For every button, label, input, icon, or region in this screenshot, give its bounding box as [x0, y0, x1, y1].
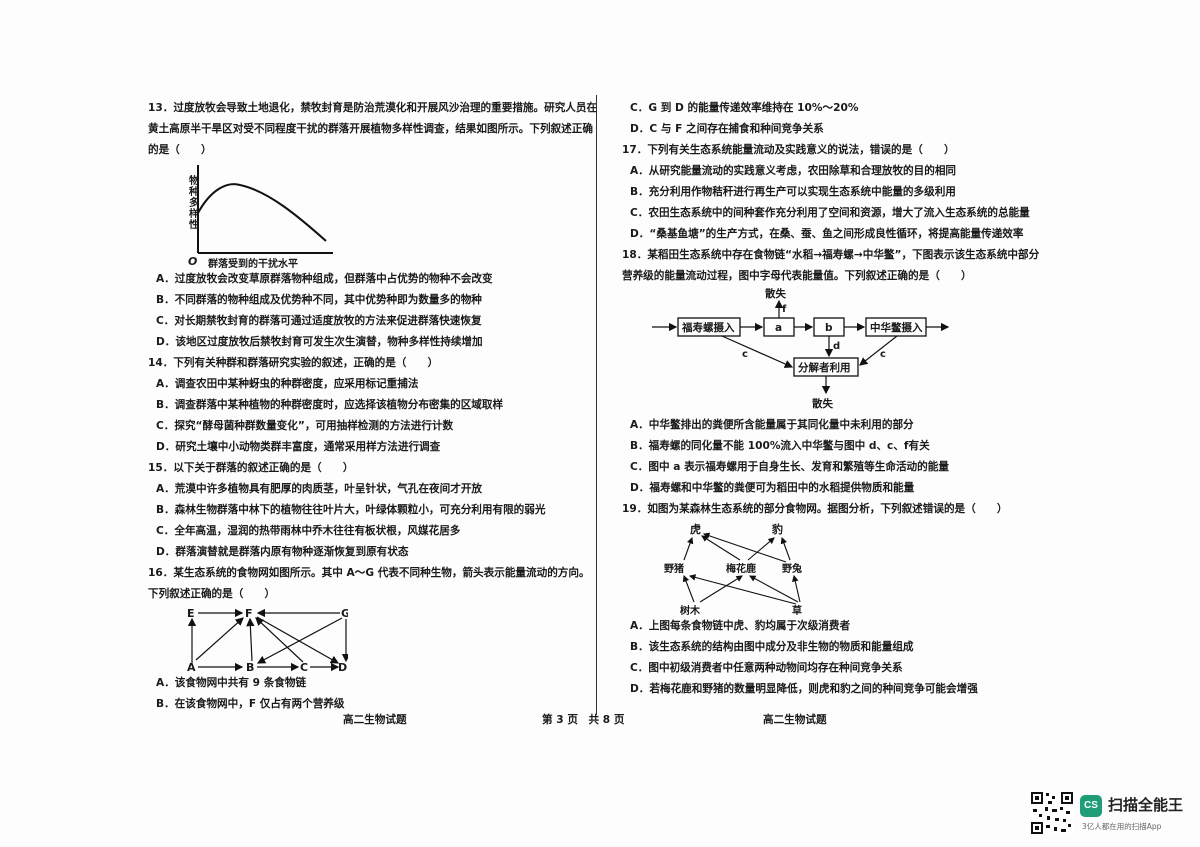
node-tiger: 虎: [690, 522, 701, 536]
q17-option: B．充分利用作物秸秆进行再生产可以实现生态系统中能量的多级利用: [630, 186, 956, 198]
label-c-left: c: [742, 349, 748, 360]
node-f: F: [245, 607, 253, 620]
q13-figure: 物种多样性 O 群落受到的干扰水平: [148, 161, 598, 270]
forest-food-web-diagram: 虎 豹 野猪 梅花鹿 野兔 树木 草: [664, 522, 802, 617]
node-deer: 梅花鹿: [726, 562, 756, 575]
q17-option: C．农田生态系统中的间种套作充分利用了空间和资源，增大了流入生态系统的总能量: [630, 207, 1030, 219]
box-snail-intake: 福寿螺摄入: [681, 321, 735, 334]
node-rabbit: 野兔: [782, 562, 802, 575]
q13-stem: 13．过度放牧会导致土地退化，禁牧封育是防治荒漠化和开展风沙治理的重要措施。研究…: [148, 102, 598, 156]
origin-label: O: [188, 255, 197, 268]
node-b: B: [246, 661, 254, 673]
q15-option: D．群落演替就是群落内原有物种逐渐恢复到原有状态: [156, 546, 409, 558]
box-turtle-intake: 中华鳖摄入: [870, 321, 923, 334]
q13-option: A．过度放牧会改变草原群落物种组成，但群落中占优势的物种不会改变: [156, 273, 493, 285]
q17-stem: 17．下列有关生态系统能量流动及实践意义的说法，错误的是（ ）: [622, 144, 955, 156]
node-a: A: [187, 661, 196, 673]
q16-option: A．该食物网中共有 9 条食物链: [156, 677, 307, 689]
footer-page-number: 第 3 页 共 8 页: [542, 714, 625, 726]
loss-bottom-label: 散失: [812, 397, 833, 410]
q14-option: A．调查农田中某种蚜虫的种群密度，应采用标记重捕法: [156, 378, 419, 390]
q18-energy-flow: 福寿螺摄入 a b 中华鳖摄入 分解者利用 散失 散失 f d c c: [622, 287, 1042, 415]
q14-stem: 14．下列有关种群和群落研究实验的叙述，正确的是（ ）: [148, 357, 439, 369]
qr-code-icon: [1030, 791, 1074, 835]
right-column: C．G 到 D 的能量传递效率维持在 10%～20% D．C 与 F 之间存在捕…: [622, 98, 1042, 700]
label-c-right: c: [880, 349, 886, 360]
q19-option: A．上图每条食物链中虎、豹均属于次级消费者: [630, 620, 851, 632]
food-web-diagram: E F G A B C D: [187, 607, 351, 674]
box-decomposer: 分解者利用: [798, 361, 851, 374]
q15-stem: 15．以下关于群落的叙述正确的是（ ）: [148, 462, 354, 474]
q18-option: A．中华鳖排出的粪便所含能量属于其同化量中未利用的部分: [630, 419, 914, 431]
scanner-app-name: 扫描全能王: [1108, 796, 1184, 814]
q14-option: D．研究土壤中小动物类群丰富度，通常采用样方法进行调查: [156, 441, 441, 453]
q19-food-web: 虎 豹 野猪 梅花鹿 野兔 树木 草: [622, 520, 1042, 617]
q18-option: D．福寿螺和中华鳖的粪便可为稻田中的水稻提供物质和能量: [630, 482, 915, 494]
camscanner-logo-icon: CS: [1080, 795, 1102, 817]
node-e: E: [187, 607, 195, 620]
q19-option: B．该生态系统的结构由图中成分及非生物的物质和能量组成: [630, 641, 914, 653]
footer-left-title: 高二生物试题: [343, 714, 407, 726]
q17-option: A．从研究能量流动的实践意义考虑，农田除草和合理放牧的目的相同: [630, 165, 957, 177]
loss-top-label: 散失: [765, 287, 786, 300]
q16-option: C．G 到 D 的能量传递效率维持在 10%～20%: [630, 102, 859, 114]
q16-food-web: E F G A B C D: [148, 605, 598, 674]
label-d: d: [833, 341, 840, 352]
q13-option: D．该地区过度放牧后禁牧封育可发生次生演替，物种多样性持续增加: [156, 336, 483, 348]
q13-option: B．不同群落的物种组成及优势种不同，其中优势种即为数量多的物种: [156, 294, 482, 306]
node-leopard: 豹: [771, 522, 783, 536]
q14-option: B．调查群落中某种植物的种群密度时，应选择该植物分布密集的区域取样: [156, 399, 504, 411]
x-axis-label: 群落受到的干扰水平: [208, 257, 298, 269]
scanner-watermark: CS 扫描全能王 3亿人都在用的扫描App: [1030, 791, 1190, 837]
q18-option: C．图中 a 表示福寿螺用于自身生长、发育和繁殖等生命活动的能量: [630, 461, 949, 473]
node-boar: 野猪: [664, 562, 684, 575]
node-grass: 草: [792, 604, 802, 616]
node-tree: 树木: [680, 604, 701, 616]
box-a: a: [775, 322, 782, 334]
q16-option: D．C 与 F 之间存在捕食和种间竞争关系: [630, 123, 824, 135]
label-f: f: [782, 304, 787, 315]
column-divider: [596, 95, 597, 715]
q15-option: A．荒漠中许多植物具有肥厚的肉质茎，叶呈针状，气孔在夜间才开放: [156, 483, 483, 495]
left-column: 13．过度放牧会导致土地退化，禁牧封育是防治荒漠化和开展风沙治理的重要措施。研究…: [148, 98, 598, 715]
q18-option: B．福寿螺的同化量不能 100%流入中华鳖与图中 d、c、f有关: [630, 440, 930, 452]
q19-option: C．图中初级消费者中任意两种动物间均存在种间竞争关系: [630, 662, 903, 674]
q16-option: B．在该食物网中，F 仅占有两个营养级: [156, 698, 345, 710]
q13-option: C．对长期禁牧封育的群落可通过适度放牧的方法来促进群落快速恢复: [156, 315, 482, 327]
footer-right-title: 高二生物试题: [763, 714, 827, 726]
q19-stem: 19．如图为某森林生态系统的部分食物网。据图分析，下列叙述错误的是（ ）: [622, 503, 1008, 515]
q14-option: C．探究“酵母菌种群数量变化”，可用抽样检测的方法进行计数: [156, 420, 454, 432]
node-c: C: [300, 661, 308, 673]
node-d: D: [338, 661, 347, 673]
y-axis-label: 物种多样性: [187, 174, 200, 230]
q18-stem: 18．某稻田生态系统中存在食物链“水稻→福寿螺→中华鳖”，下图表示该生态系统中部…: [622, 249, 1040, 282]
box-b: b: [825, 322, 833, 334]
q16-stem: 16．某生态系统的食物网如图所示。其中 A～G 代表不同种生物，箭头表示能量流动…: [148, 567, 590, 600]
diversity-curve-chart: 物种多样性 O 群落受到的干扰水平: [187, 165, 333, 270]
energy-flow-diagram: 福寿螺摄入 a b 中华鳖摄入 分解者利用 散失 散失 f d c c: [652, 287, 950, 410]
q15-option: B．森林生物群落中林下的植物往往叶片大，叶绿体颗粒小，可充分利用有限的弱光: [156, 504, 546, 516]
node-g: G: [341, 607, 348, 620]
q19-option: D．若梅花鹿和野猪的数量明显降低，则虎和豹之间的种间竞争可能会增强: [630, 683, 978, 695]
q15-option: C．全年高温，湿润的热带雨林中乔木往往有板状根，风媒花居多: [156, 525, 461, 537]
q17-option: D．“桑基鱼塘”的生产方式，在桑、蚕、鱼之间形成良性循环，将提高能量传递效率: [630, 228, 1024, 240]
scanner-slogan: 3亿人都在用的扫描App: [1082, 822, 1162, 831]
